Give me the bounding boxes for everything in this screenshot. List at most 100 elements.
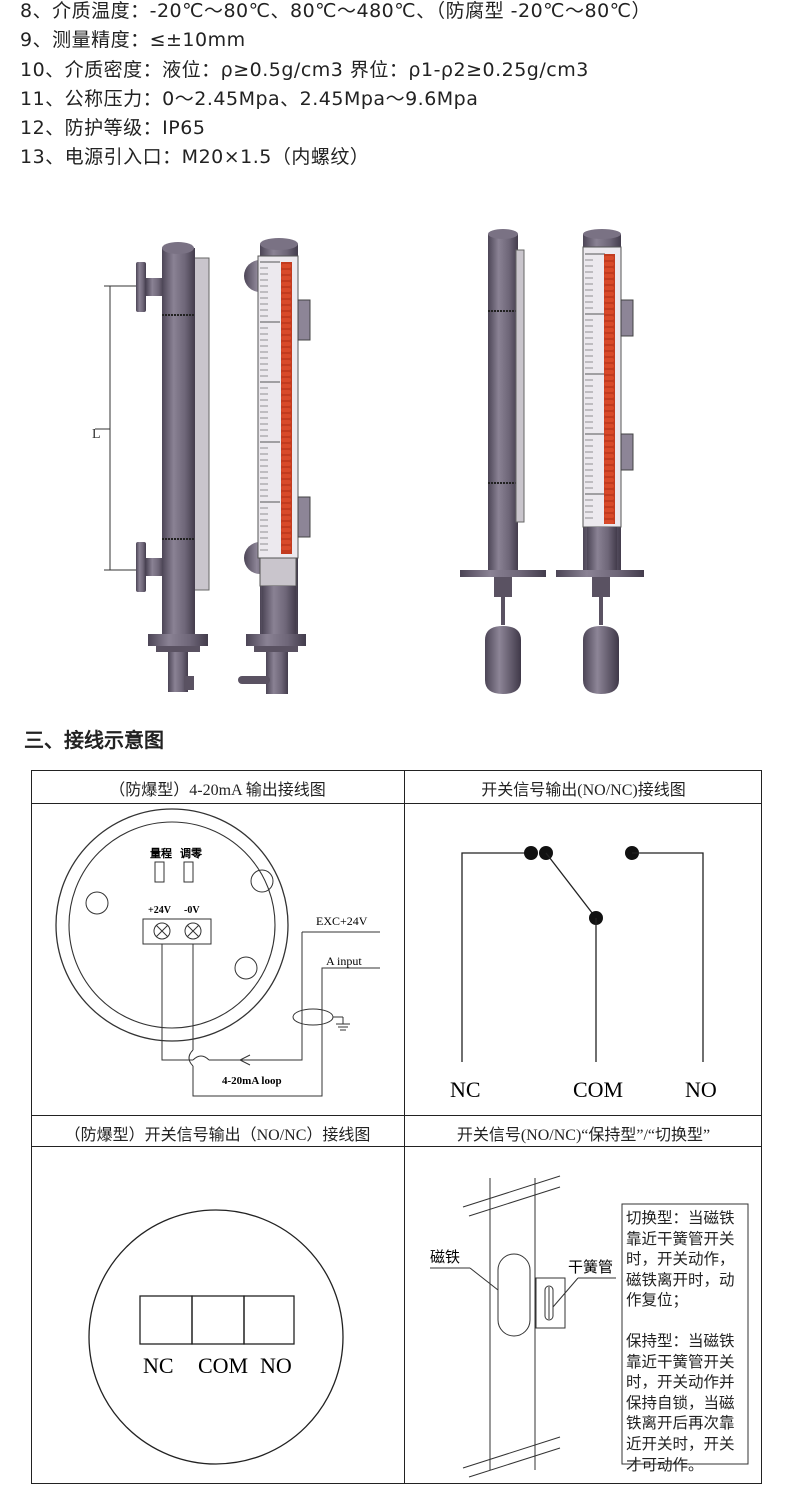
float-flap [281,366,291,370]
float-flap [281,342,291,346]
float-flap [604,304,614,308]
float-flap [604,514,614,518]
float-flap [281,390,291,394]
float-flap [604,358,614,362]
float-flap [281,480,291,484]
float-flap [281,414,291,418]
float-flap [281,264,291,268]
spec-line-12: 12、防护等级：IP65 [20,117,206,139]
float-flap [604,436,614,440]
float-flap [281,336,291,340]
float-flap [281,486,291,490]
float-flap [281,282,291,286]
note-hold-type: 保持型：当磁铁靠近干簧管开关时，开关动作并保持自锁，当磁铁离开后再次靠近开关时，… [626,1332,735,1474]
wiring-table [31,770,762,1484]
ex-nc-label: NC [143,1353,174,1378]
dimension-label: L [92,427,101,442]
float-flap [281,408,291,412]
float-flap [281,510,291,514]
float-flap [604,502,614,506]
note-switch-type: 切换型：当磁铁靠近干簧管开关时，开关动作，磁铁离开时，动作复位； [626,1210,735,1310]
float-flap [604,370,614,374]
float-flap [604,442,614,446]
float-flap [604,400,614,404]
float-flap [281,402,291,406]
float-flap [604,346,614,350]
float-flap [604,418,614,422]
table-row-divider [31,1146,762,1147]
float-flap [604,460,614,464]
float-flap [281,426,291,430]
table-row-divider [31,803,762,804]
float-flap [604,454,614,458]
ex-com-label: COM [198,1353,248,1378]
float-flap [604,466,614,470]
spec-line-10: 10、介质密度：液位：ρ≥0.5g/cm3 界位：ρ1-ρ2≥0.25g/cm3 [20,59,589,81]
float-flap [604,340,614,344]
float-flap [281,294,291,298]
float-flap [604,286,614,290]
float-flap [604,430,614,434]
float-flap [281,270,291,274]
float-flap [281,492,291,496]
float-flap [281,534,291,538]
float-flap [604,352,614,356]
float-flap [281,516,291,520]
float-flap [604,388,614,392]
plus-24v-label: +24V [148,905,172,916]
float-flap [604,496,614,500]
spec-line-13: 13、电源引入口：M20×1.5（内螺纹） [20,146,370,168]
float-flap [604,520,614,524]
float-flap [281,300,291,304]
spec-line-11: 11、公称压力：0～2.45Mpa、2.45Mpa～9.6Mpa [20,88,479,110]
spec-line-8: 8、介质温度：-20℃～80℃、80℃～480℃、（防腐型 -20℃～80℃） [20,0,652,22]
float-flap [281,474,291,478]
float-flap [604,484,614,488]
float-flap [281,462,291,466]
float-flap [604,394,614,398]
float-flap [281,522,291,526]
float-flap [604,310,614,314]
gauge-top-mounted [460,229,546,694]
float-flap [281,396,291,400]
scale-ticks [260,261,280,551]
gauge-side-scale [238,238,311,694]
float-flap [281,348,291,352]
diagram-switch-wiring: NC COM NO [450,846,717,1102]
float-flap [604,508,614,512]
minus-0v-label: -0V [184,905,200,916]
a-input-label: A input [326,954,362,968]
float-flap [281,450,291,454]
float-flap [281,312,291,316]
float-flap [281,432,291,436]
float-flap [281,306,291,310]
gauge-top-scale [556,229,644,694]
float-flap [604,256,614,260]
float-flap [281,324,291,328]
float-flap [604,322,614,326]
float-flap [281,546,291,550]
table-row-divider [31,1115,762,1116]
float-flap [604,274,614,278]
level-gauge-illustrations: L [92,229,644,694]
float-flap [281,288,291,292]
float-flap [281,438,291,442]
panel-title-4-20ma: （防爆型）4-20mA 输出接线图 [109,782,326,799]
section-title: 三、接线示意图 [24,728,164,752]
float-flap [604,376,614,380]
float-flap [604,280,614,284]
float-flap [604,328,614,332]
panel-title-switch: 开关信号输出(NO/NC)接线图 [481,782,686,799]
float-flap [281,372,291,376]
range-label: 量程 [150,846,172,860]
exc-24v-label: EXC+24V [316,914,368,928]
float-flap [604,412,614,416]
panel-title-hold-switch: 开关信号(NO/NC)“保持型”/“切换型” [456,1127,711,1144]
float-flap [281,330,291,334]
float-flap [281,378,291,382]
float-flap [604,298,614,302]
float-flap [281,420,291,424]
float-flap [281,468,291,472]
float-flap [281,498,291,502]
float-flap [604,406,614,410]
